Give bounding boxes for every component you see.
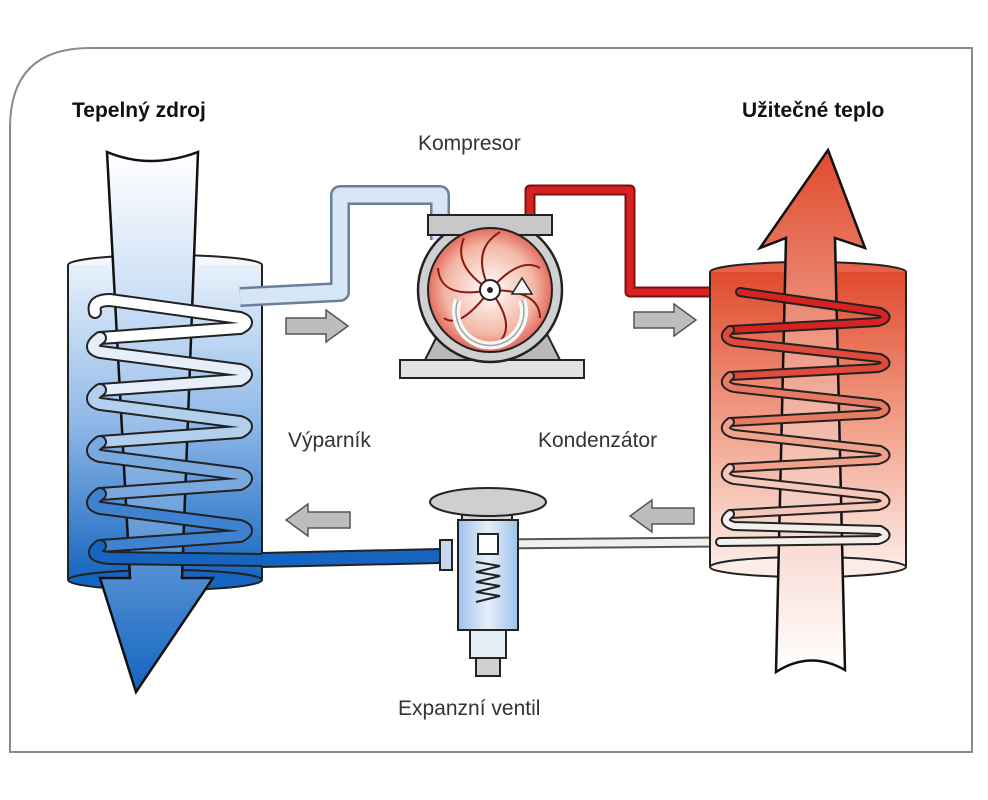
liquid-line [499,536,721,550]
evaporator-label: Výparník [288,429,371,452]
low-pressure-line [261,548,441,568]
compressor-icon [399,214,585,379]
useful-heat-label: Užitečné teplo [742,99,885,122]
flow-arrow-right-1 [285,308,350,344]
discharge-line [524,184,740,298]
evaporator-coil-icon [67,150,269,695]
expansion-valve-label: Expanzní ventil [398,697,541,720]
condenser-label: Kondenzátor [538,429,658,452]
flow-arrow-left-1 [628,498,695,534]
condenser-coil-icon [709,147,907,675]
expansion-valve-icon [429,487,547,677]
compressor-label: Kompresor [418,132,521,155]
suction-line [239,185,450,307]
flow-arrow-left-2 [284,502,351,538]
heat-source-label: Tepelný zdroj [72,99,206,122]
frame-border [9,47,973,753]
flow-arrows [284,302,698,538]
flow-arrow-right-2 [633,302,698,338]
